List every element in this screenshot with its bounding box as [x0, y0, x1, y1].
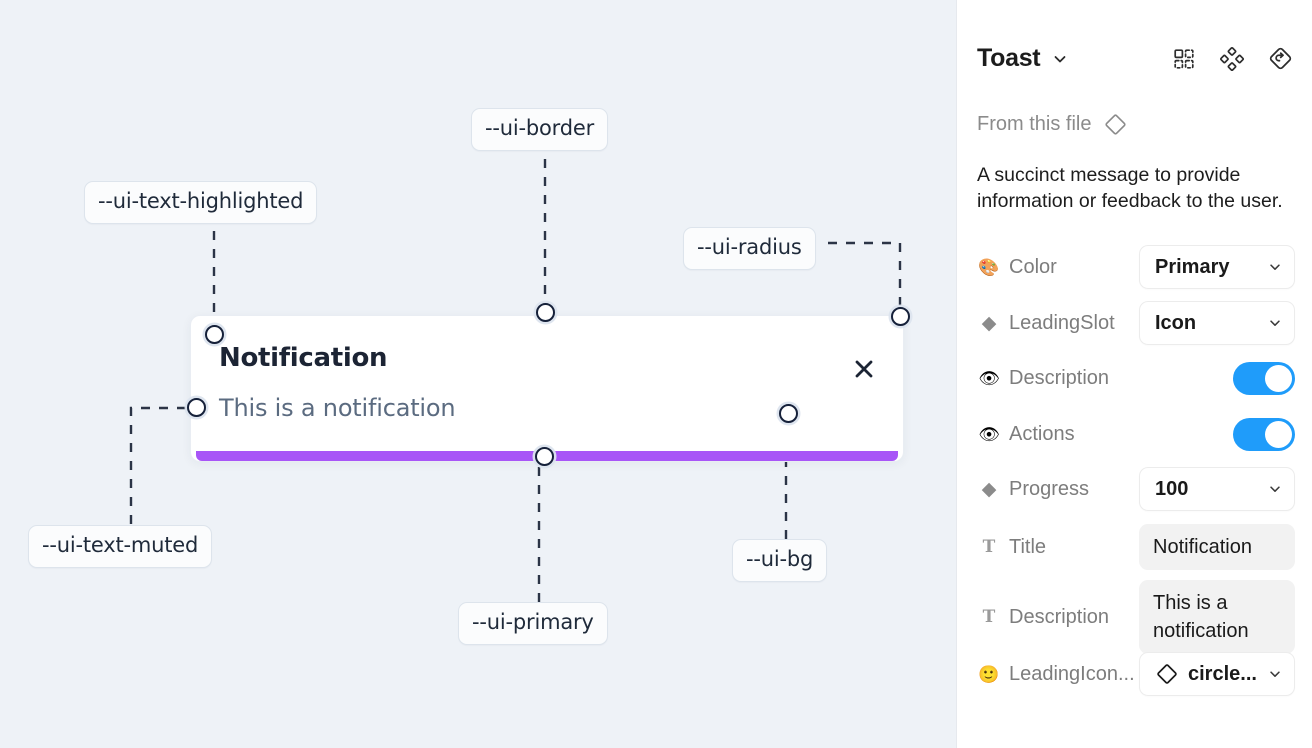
panel-header: Toast	[957, 44, 1312, 73]
eye-icon: 👁	[978, 425, 1000, 444]
component-set-icon[interactable]	[1220, 46, 1244, 71]
from-this-file-label: From this file	[977, 113, 1092, 135]
toggle-knob	[1265, 421, 1292, 448]
description-text-field[interactable]: This is a notification	[1139, 580, 1295, 654]
component-diamond-icon	[1103, 112, 1128, 137]
property-row-color: 🎨 Color Primary	[977, 245, 1295, 289]
design-canvas[interactable]: --ui-text-highlighted --ui-border --ui-r…	[0, 0, 956, 748]
text-type-icon: T	[982, 606, 996, 627]
toast-description: This is a notification	[219, 394, 456, 422]
property-row-leadingicon: 🙂 LeadingIcon... circle...	[977, 652, 1295, 696]
color-select[interactable]: Primary	[1139, 245, 1295, 289]
property-label-description: Description	[1009, 367, 1110, 389]
description-value: This is a notification	[1153, 592, 1249, 642]
token-chip-ui-border[interactable]: --ui-border	[471, 108, 609, 151]
chevron-down-icon	[1268, 316, 1282, 330]
component-diamond-icon	[1155, 662, 1179, 686]
smiley-icon: 🙂	[978, 664, 1000, 684]
anchor-handle-ui-text-highlighted[interactable]	[205, 325, 224, 344]
property-label-leadingslot: LeadingSlot	[1009, 311, 1115, 334]
anchor-handle-ui-border[interactable]	[536, 303, 555, 322]
component-description: A succinct message to provide informatio…	[977, 164, 1283, 212]
diamond-icon: ◆	[981, 312, 997, 334]
property-label-actions: Actions	[1009, 423, 1075, 445]
property-row-actions-toggle: 👁 Actions	[977, 418, 1295, 451]
property-label-title: Title	[1009, 535, 1047, 558]
chevron-down-icon	[1268, 482, 1282, 496]
palette-icon: 🎨	[978, 257, 1000, 277]
panel-header-actions	[1172, 46, 1293, 71]
text-type-icon: T	[982, 536, 996, 557]
diamond-icon: ◆	[981, 478, 997, 500]
title-value: Notification	[1153, 536, 1252, 558]
property-label-description-text: Description	[1009, 605, 1110, 628]
from-this-file-row[interactable]: From this file	[977, 112, 1128, 137]
leadingslot-select-value: Icon	[1155, 311, 1197, 334]
wire-ui-radius	[828, 241, 902, 310]
properties-panel: Toast	[956, 0, 1312, 748]
panel-title: Toast	[977, 44, 1041, 72]
anchor-handle-ui-bg[interactable]	[779, 404, 798, 423]
progress-select[interactable]: 100	[1139, 467, 1295, 511]
toast-component-preview[interactable]: Notification This is a notification	[190, 315, 904, 462]
property-row-description-toggle: 👁 Description	[977, 362, 1295, 395]
chevron-down-icon	[1268, 667, 1282, 681]
leadingslot-select[interactable]: Icon	[1139, 301, 1295, 345]
token-chip-ui-text-muted[interactable]: --ui-text-muted	[28, 525, 213, 568]
property-label-leadingicon: LeadingIcon...	[1009, 662, 1135, 685]
title-text-field[interactable]: Notification	[1139, 524, 1295, 570]
property-row-description-text: T Description This is a notification	[977, 580, 1295, 654]
anchor-handle-ui-primary[interactable]	[535, 447, 554, 466]
anchor-handle-ui-radius[interactable]	[891, 307, 910, 326]
property-label-progress: Progress	[1009, 477, 1090, 500]
reset-instance-icon[interactable]	[1268, 46, 1293, 71]
token-chip-ui-primary[interactable]: --ui-primary	[458, 602, 608, 645]
chevron-down-icon[interactable]	[1052, 51, 1068, 67]
token-chip-ui-radius[interactable]: --ui-radius	[683, 227, 816, 270]
toggle-knob	[1265, 365, 1292, 392]
anchor-handle-ui-text-muted[interactable]	[187, 398, 206, 417]
token-chip-ui-bg[interactable]: --ui-bg	[732, 539, 828, 582]
eye-icon: 👁	[978, 369, 1000, 388]
property-row-leadingslot: ◆ LeadingSlot Icon	[977, 301, 1295, 345]
property-row-progress: ◆ Progress 100	[977, 467, 1295, 511]
chevron-down-icon	[1268, 260, 1282, 274]
close-icon[interactable]	[849, 354, 879, 384]
wire-ui-text-muted	[129, 406, 193, 524]
leadingicon-select[interactable]: circle...	[1139, 652, 1295, 696]
description-toggle[interactable]	[1233, 362, 1295, 395]
token-chip-ui-text-highlighted[interactable]: --ui-text-highlighted	[84, 181, 318, 224]
toast-title: Notification	[219, 343, 388, 373]
component-instance-icon[interactable]	[1172, 47, 1196, 71]
color-select-value: Primary	[1155, 255, 1230, 278]
leadingicon-select-value: circle...	[1188, 662, 1257, 685]
actions-toggle[interactable]	[1233, 418, 1295, 451]
progress-select-value: 100	[1155, 477, 1189, 500]
property-row-title: T Title Notification	[977, 524, 1295, 570]
property-label-color: Color	[1009, 255, 1057, 278]
